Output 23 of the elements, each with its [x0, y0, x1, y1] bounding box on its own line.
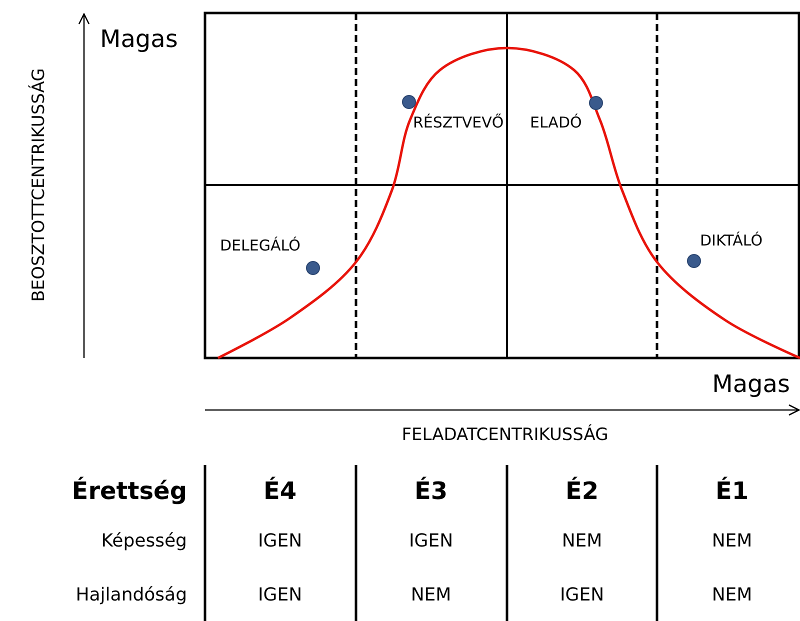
table-cell: IGEN: [408, 532, 454, 552]
point-label: ELADÓ: [530, 114, 582, 132]
table-cell: IGEN: [560, 586, 604, 606]
table-cell: NEM: [712, 586, 752, 606]
table-cell: NEM: [410, 586, 452, 606]
row-label: Képesség: [101, 532, 187, 552]
point-label: RÉSZTVEVŐ: [413, 114, 504, 132]
table-header: É1: [715, 478, 749, 506]
table-cell: IGEN: [258, 586, 302, 606]
axis-label: Magas: [100, 26, 178, 54]
table-header: Érettség: [72, 478, 187, 506]
axis-title: FELADATCENTRIKUSSÁG: [402, 426, 608, 446]
table-cell: NEM: [712, 532, 752, 552]
table-cell: NEM: [562, 532, 602, 552]
axis-title: BEOSZTOTTCENTRIKUSSÁG: [30, 68, 50, 302]
table-header: É2: [565, 478, 599, 506]
point-label: DIKTÁLÓ: [700, 232, 763, 250]
point-label: DELEGÁLÓ: [220, 237, 300, 255]
axis-label: Magas: [712, 371, 790, 399]
row-label: Hajlandóság: [76, 586, 187, 606]
table-cell: IGEN: [258, 532, 302, 552]
table-header: É4: [263, 478, 297, 506]
table-header: É3: [414, 478, 448, 506]
